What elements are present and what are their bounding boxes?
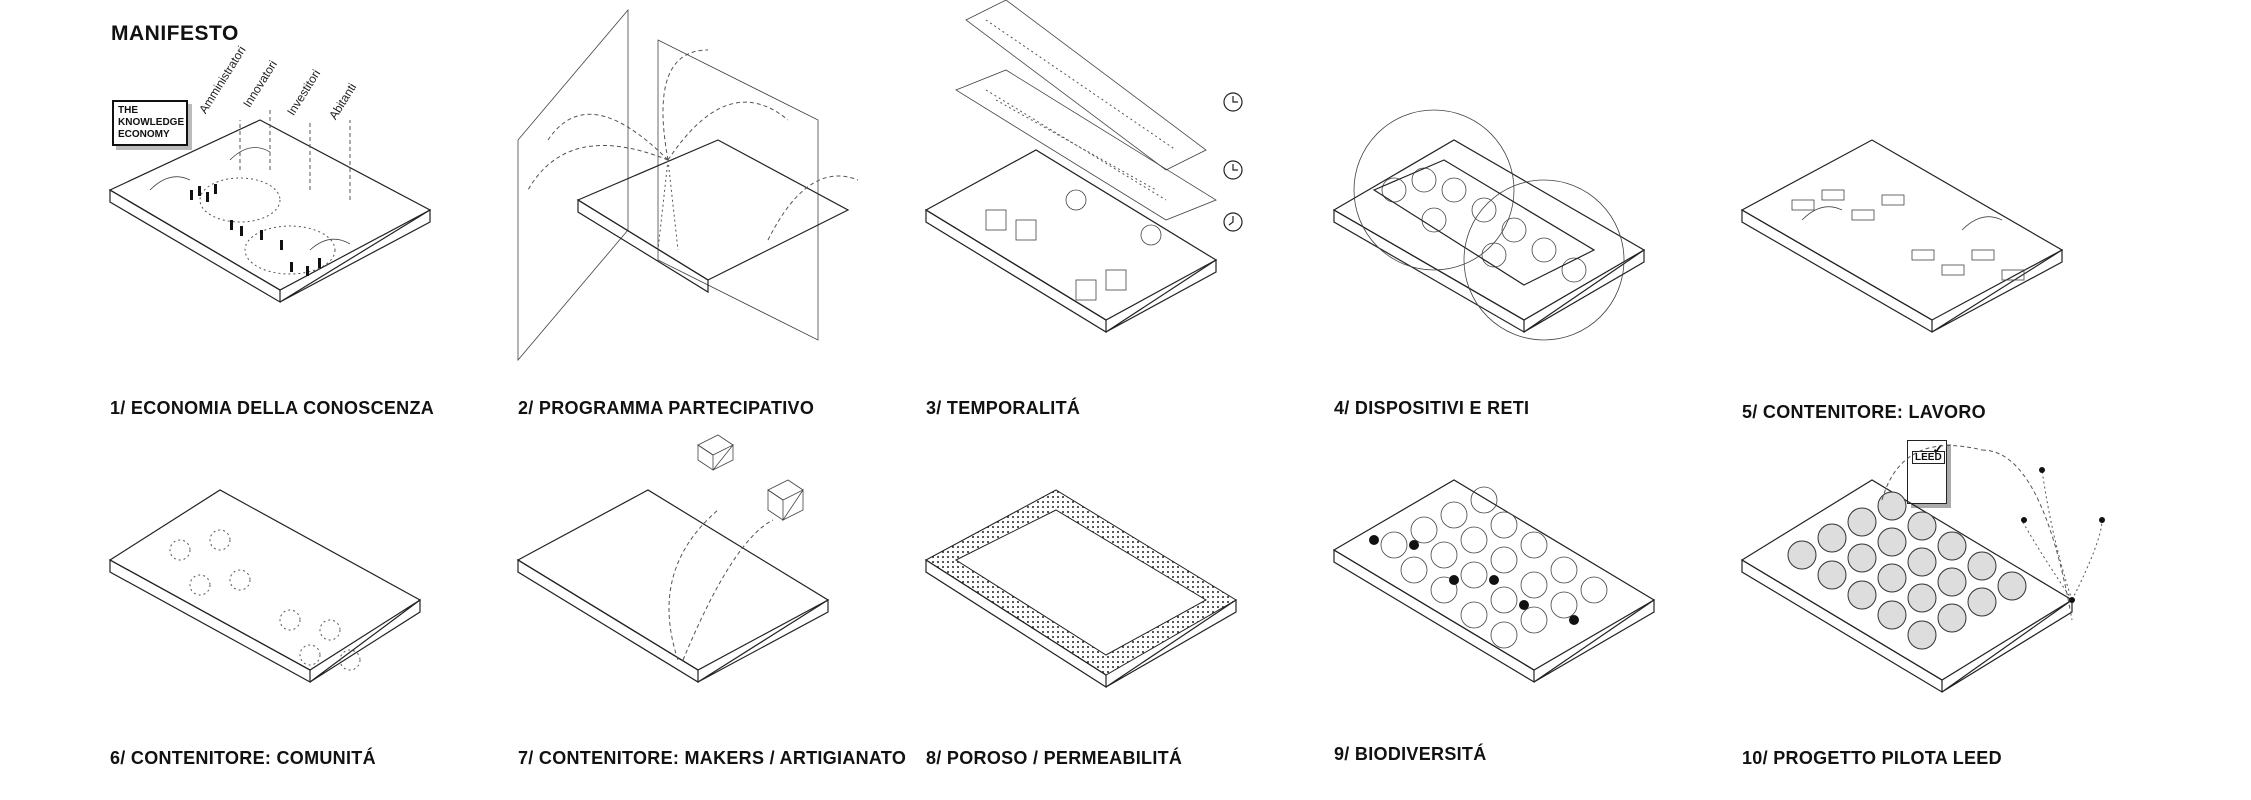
panel-8-porous: 8/ POROSO / PERMEABILITÁ <box>925 430 1356 790</box>
panel-caption: 9/ BIODIVERSITÁ <box>1334 744 1487 764</box>
axonometric-plan <box>108 489 422 684</box>
axonometric-plan <box>1332 479 1656 684</box>
axonometric-plan <box>925 489 1237 689</box>
panel-6-community-container: 6/ CONTENITORE: COMUNITÁ <box>108 430 540 790</box>
panel-9-biodiversity: 9/ BIODIVERSITÁ <box>1332 430 1764 790</box>
badge-line-2: KNOWLEDGE <box>118 117 185 128</box>
checkmark-icon: ✓ <box>1932 441 1944 457</box>
panel-caption: 4/ DISPOSITIVI E RETI <box>1334 398 1530 418</box>
panel-caption: 5/ CONTENITORE: LAVORO <box>1742 402 1986 422</box>
axonometric-plan <box>516 434 830 684</box>
panel-caption: 2/ PROGRAMMA PARTECIPATIVO <box>518 398 815 418</box>
panel-1-knowledge-economy: THE KNOWLEDGE ECONOMY Amministratori Inn… <box>108 44 540 440</box>
clock-icon <box>1223 212 1243 232</box>
panel-caption: 3/ TEMPORALITÁ <box>926 398 1081 418</box>
panel-3-temporality: 3/ TEMPORALITÁ <box>924 0 1356 440</box>
panel-caption: 8/ POROSO / PERMEABILITÁ <box>926 748 1183 768</box>
page-title: MANIFESTO <box>111 22 239 45</box>
axonometric-plan <box>1332 109 1646 341</box>
panel-2-participatory-program: 2/ PROGRAMMA PARTECIPATIVO <box>517 8 948 440</box>
panel-caption: 6/ CONTENITORE: COMUNITÁ <box>110 748 376 768</box>
badge-line-1: THE <box>118 105 138 116</box>
axonometric-plan <box>517 8 859 362</box>
axonometric-plan <box>108 110 432 304</box>
clock-icon <box>1223 92 1243 112</box>
axonometric-plan <box>924 0 1218 334</box>
badge-line-3: ECONOMY <box>118 129 170 140</box>
panel-caption: 7/ CONTENITORE: MAKERS / ARTIGIANATO <box>518 748 907 768</box>
axonometric-plan <box>1740 445 2105 694</box>
panel-4-devices-networks: 4/ DISPOSITIVI E RETI <box>1332 80 1764 440</box>
leed-document: LEED ✓ <box>1907 440 1947 504</box>
clock-icon <box>1223 160 1243 180</box>
panel-caption: 1/ ECONOMIA DELLA CONOSCENZA <box>110 398 435 418</box>
knowledge-economy-badge: THE KNOWLEDGE ECONOMY <box>112 100 188 146</box>
panel-5-work-container: 5/ CONTENITORE: LAVORO <box>1740 80 2172 440</box>
panel-7-makers-container: 7/ CONTENITORE: MAKERS / ARTIGIANATO <box>516 430 948 790</box>
leed-label: LEED <box>1912 451 1945 464</box>
panel-10-leed-pilot: LEED ✓ 10/ PROGETTO PILOTA LEED <box>1740 430 2172 790</box>
axonometric-plan <box>1740 139 2064 334</box>
panel-caption: 10/ PROGETTO PILOTA LEED <box>1742 748 2002 768</box>
